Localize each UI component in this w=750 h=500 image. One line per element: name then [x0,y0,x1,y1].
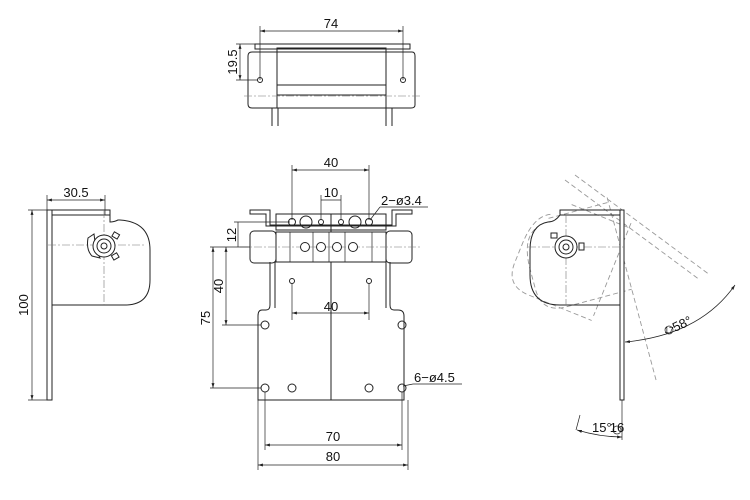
side-depth-dim: 30.5 [63,185,88,200]
vertical-40-dim: 40 [211,279,226,293]
top-width-dim: 74 [324,16,338,31]
bracket-icon [87,231,121,261]
rotation-view: 17 58° 15° 16 [511,174,736,440]
barrel-screws [300,242,358,252]
center-spacing: 10 [324,185,338,200]
vertical-75-dim: 75 [198,311,213,325]
top-holes-callout: 2−ø3.4 [381,193,422,208]
top-height-dim: 19.5 [225,49,240,74]
barrel-offset: 12 [224,228,239,242]
lower-hole-spacing: 40 [324,299,338,314]
side-view: 30.5 100 [16,185,151,401]
top-hole-spacing: 40 [324,155,338,170]
back-angle-marker: 16 [610,420,624,435]
plate-holes-callout: 6−ø4.5 [414,370,455,385]
open-angle-marker: 17 [665,326,674,335]
front-view: 40 10 2−ø3.4 12 40 40 75 6−ø4.5 70 80 [198,155,462,470]
back-angle-label: 15° [592,420,612,435]
top-view: 74 19.5 [225,16,420,126]
side-height-dim: 100 [16,294,31,316]
plate-width: 80 [326,449,340,464]
plate-hole-span: 70 [326,429,340,444]
